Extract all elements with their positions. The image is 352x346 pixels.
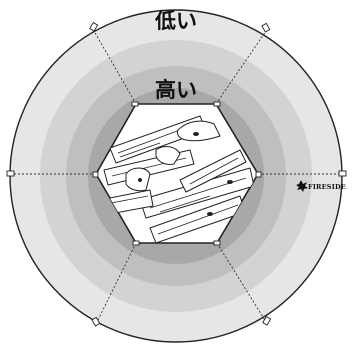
inner-zone-label: 高い	[155, 78, 197, 102]
stake-icon	[263, 317, 271, 326]
stake-icon	[262, 23, 270, 32]
peg-icon	[133, 241, 139, 245]
peg-icon	[256, 172, 261, 177]
brand-name: FIRESIDE	[308, 183, 346, 191]
stake-icon	[339, 171, 346, 176]
hand	[126, 168, 150, 191]
stake-icon	[7, 171, 14, 176]
peg-icon	[132, 102, 138, 106]
peg-icon	[214, 102, 220, 106]
peg-icon	[214, 241, 220, 245]
peg-icon	[93, 172, 98, 177]
outer-zone-label: 低い	[154, 9, 197, 33]
